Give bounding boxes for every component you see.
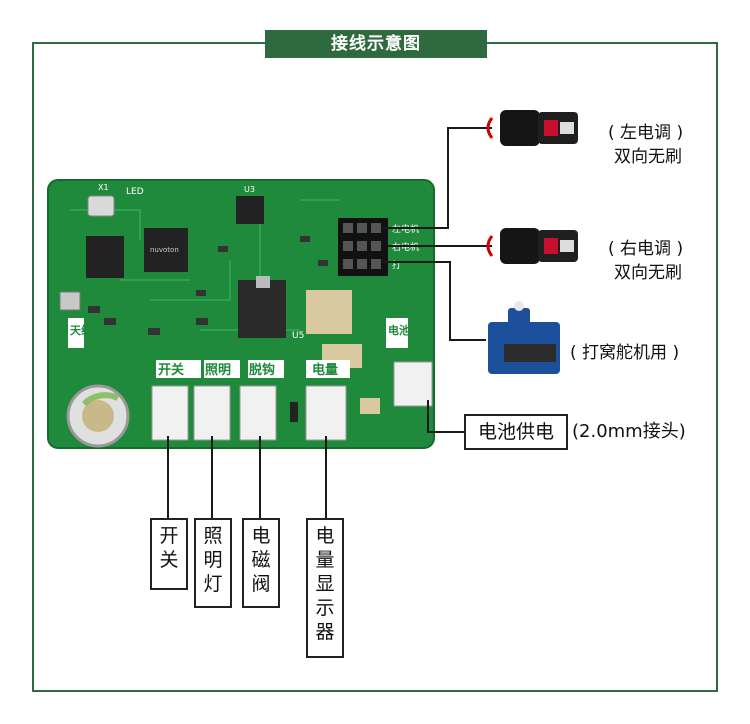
diagram-title: 接线示意图 [265, 30, 487, 58]
inductor [306, 290, 352, 334]
connector-solenoid [239, 385, 277, 441]
battery-power-box: 电池供电 [464, 414, 568, 450]
connector-meter [305, 385, 347, 441]
silk-led: LED [126, 187, 144, 197]
battery-connector-note: (2.0mm接头) [572, 421, 686, 442]
wires-bottom [167, 436, 327, 518]
connector-light [193, 385, 231, 441]
solenoid-label-char: 阀 [251, 573, 271, 595]
connector-switch [151, 385, 189, 441]
meter-label-char: 器 [315, 621, 335, 643]
meter-label-char: 电 [315, 525, 335, 547]
crystal-x1 [87, 195, 115, 217]
solenoid-label-char: 电 [251, 525, 271, 547]
meter-label-char: 量 [315, 549, 335, 571]
silk-switch: 开关 [158, 362, 184, 378]
silk-light: 照明 [205, 363, 231, 378]
meter-label-char: 示 [315, 597, 335, 619]
antenna-connector [59, 291, 81, 311]
solenoid-label-box: 电 磁 阀 [242, 518, 280, 608]
esc-left-label: ( 左电调 ) [608, 123, 684, 143]
silk-battery: 电池 [388, 323, 410, 337]
meter-label-box: 电 量 显 示 器 [306, 518, 344, 658]
switch-label-char: 关 [159, 549, 179, 571]
connector-battery [393, 361, 433, 407]
silk-servo: 打 [392, 259, 401, 271]
esc-left-type-label: 双向无刷 [614, 147, 682, 167]
servo-image [488, 301, 560, 374]
silk-u3: U3 [244, 185, 255, 194]
silk-antenna: 天线 [70, 323, 92, 337]
esc-left-image [486, 110, 578, 146]
light-label-char: 灯 [203, 573, 223, 595]
silk-u5: U5 [292, 331, 304, 341]
light-label-char: 明 [203, 549, 223, 571]
esc-right-type-label: 双向无刷 [614, 263, 682, 283]
pin-header [338, 218, 388, 276]
chip-u3 [236, 196, 264, 224]
light-label-char: 照 [203, 525, 223, 547]
solenoid-label-char: 磁 [251, 549, 271, 571]
light-label-box: 照 明 灯 [194, 518, 232, 608]
pcb-board [47, 179, 435, 449]
esc-right-label: ( 右电调 ) [608, 239, 684, 259]
switch-label-box: 开 关 [150, 518, 188, 590]
silk-x1: X1 [98, 183, 109, 192]
chip-left [86, 236, 124, 278]
silk-solenoid: 脱钩 [249, 362, 275, 378]
servo-label: ( 打窝舵机用 ) [570, 343, 680, 363]
chip-mcu [144, 228, 188, 272]
esc-right-image [486, 228, 578, 264]
silk-meter: 电量 [312, 362, 338, 378]
regulator-u5 [238, 280, 286, 338]
silk-chip: nuvoton [150, 246, 179, 254]
meter-label-char: 显 [315, 573, 335, 595]
wires-right [382, 127, 492, 433]
switch-label-char: 开 [159, 525, 179, 547]
